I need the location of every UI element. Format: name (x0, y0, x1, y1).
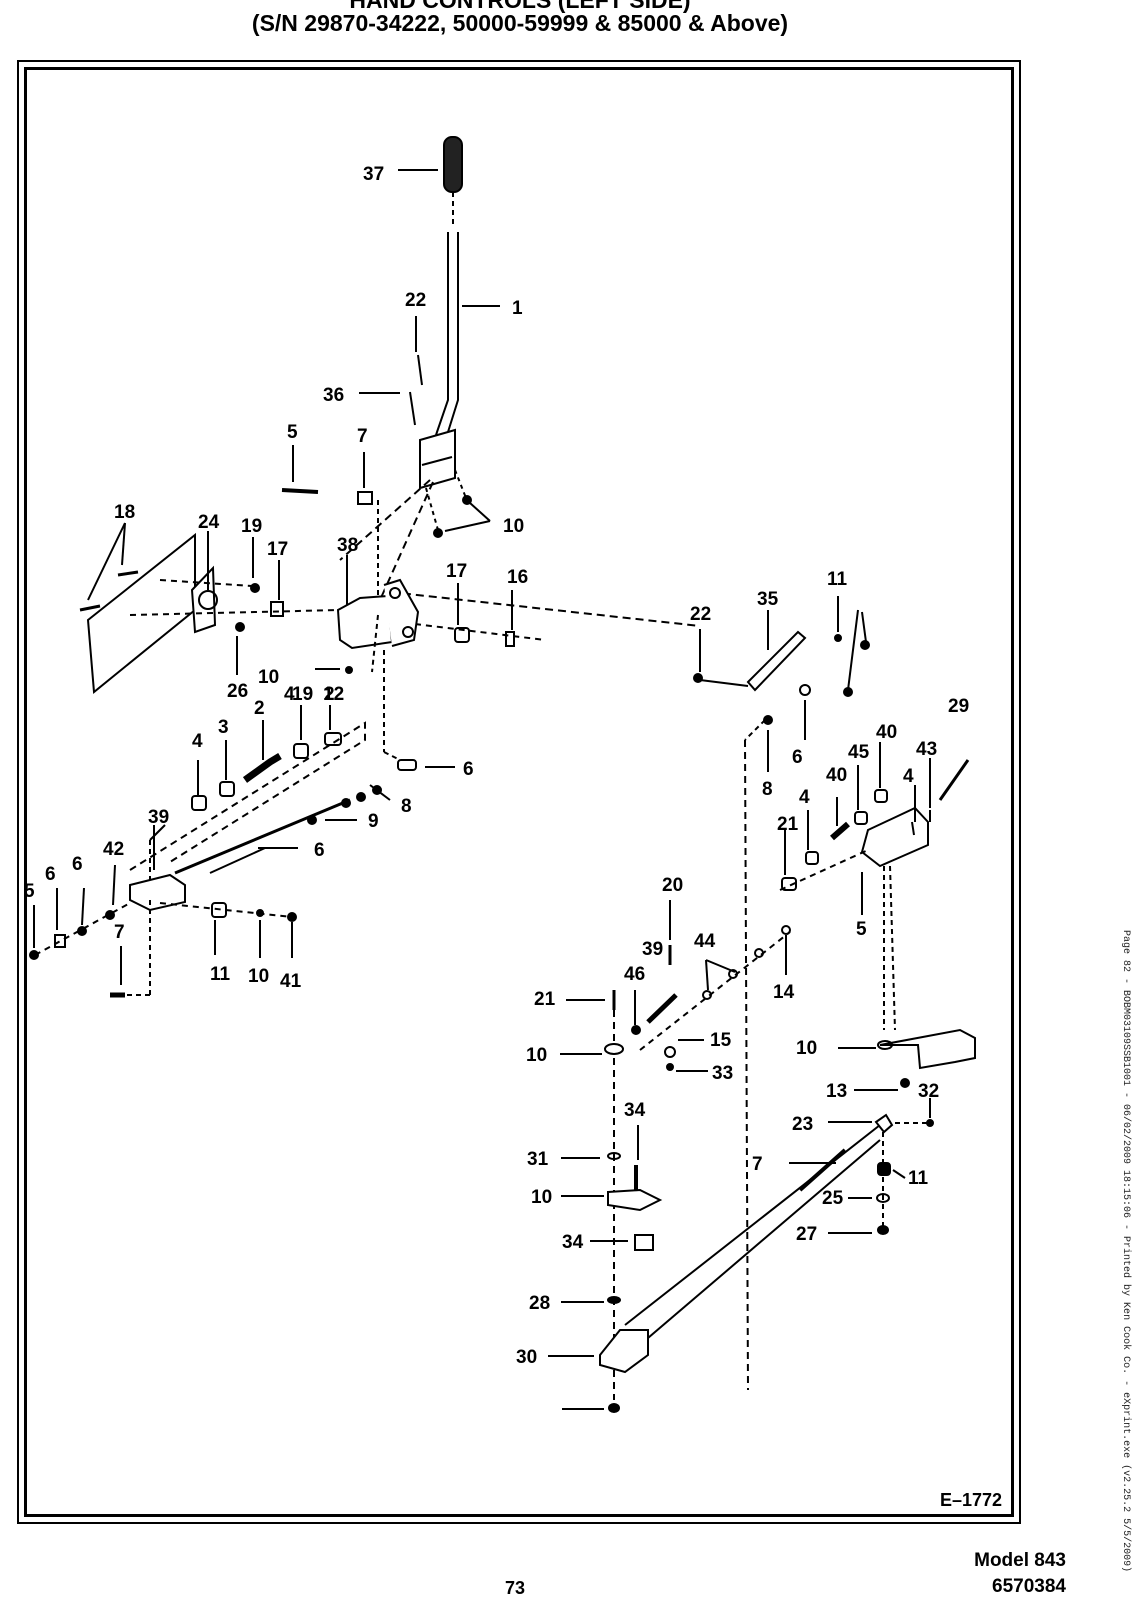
part-callout: 5 (24, 881, 35, 902)
model-block: Model 843 6570384 (966, 1548, 1066, 1600)
part-callout: 7 (752, 1154, 763, 1175)
part-callout: 17 (446, 561, 467, 582)
part-callout: 39 (148, 807, 169, 828)
part-callout: 32 (918, 1081, 939, 1102)
part-callout: 5 (856, 919, 867, 940)
handle-grip (443, 136, 463, 193)
part-callout: 42 (103, 839, 124, 860)
part-callout: 6 (72, 854, 83, 875)
part-callout: 38 (337, 535, 358, 556)
part-callout: 12 (323, 684, 344, 705)
part-callout: 18 (114, 502, 135, 523)
diagram-frame-outer (17, 60, 1021, 1524)
part-callout: 4 (284, 684, 295, 705)
part-callout: 3 (218, 717, 229, 738)
part-callout: 37 (363, 164, 384, 185)
part-callout: 22 (405, 290, 426, 311)
page-number: 73 (505, 1578, 526, 1598)
page-title: HAND CONTROLS (LEFT SIDE) (349, 0, 691, 13)
part-callout: 28 (529, 1293, 550, 1314)
part-callout: 10 (531, 1187, 552, 1208)
part-callout: 44 (694, 931, 716, 952)
part-callout: 2 (324, 684, 335, 705)
part-callout: 31 (527, 1149, 549, 1170)
part-callout: 46 (624, 964, 645, 985)
part-callout: 10 (503, 516, 524, 537)
part-callout: 19 (292, 684, 313, 705)
part-callout: 5 (287, 422, 298, 443)
part-callout: 4 (903, 766, 914, 787)
part-callout: 10 (796, 1038, 817, 1059)
part-callout: 9 (368, 811, 379, 832)
part-callout: 10 (258, 667, 279, 688)
part-callout: 21 (777, 814, 799, 835)
part-callout: 10 (526, 1045, 547, 1066)
part-callout: 6 (463, 759, 474, 780)
diagram-frame-inner (24, 67, 1014, 1517)
part-callout: 20 (662, 875, 683, 896)
part-callout: 40 (876, 722, 897, 743)
model-name: Model 843 (974, 1550, 1066, 1571)
part-callout: 41 (280, 971, 302, 992)
part-callout: 43 (916, 739, 937, 760)
part-callout: 4 (799, 787, 810, 808)
part-callout: 6 (314, 840, 325, 861)
part-callout: 11 (210, 964, 231, 985)
part-callout: 25 (822, 1188, 844, 1209)
part-callout: 8 (401, 796, 412, 817)
part-callout: 33 (712, 1063, 733, 1084)
part-callout: 27 (796, 1224, 817, 1245)
part-callout: 11 (908, 1168, 929, 1189)
part-callout: 7 (114, 922, 125, 943)
part-callout: 35 (757, 589, 779, 610)
part-callout: 1 (512, 298, 523, 319)
part-callout: 39 (642, 939, 663, 960)
part-callout: 11 (827, 569, 848, 590)
part-callout: 2 (254, 698, 265, 719)
part-callout: 29 (948, 696, 969, 717)
part-callout: 23 (792, 1114, 813, 1135)
page-subtitle: (S/N 29870-34222, 50000-59999 & 85000 & … (251, 10, 789, 36)
part-callout: 15 (710, 1030, 732, 1051)
part-callout: 24 (198, 512, 220, 533)
part-callout: 6 (45, 864, 56, 885)
part-callout: 45 (848, 742, 870, 763)
control-lever (427, 232, 459, 463)
part-callout: 7 (357, 426, 368, 447)
part-callout: 26 (227, 681, 248, 702)
part-number: 6570384 (992, 1576, 1066, 1597)
part-callout: 10 (248, 966, 269, 987)
part-callout: 8 (762, 779, 773, 800)
print-info: Page 82 - BOBM03109SSB1001 - 06/02/2009 … (1120, 930, 1131, 1573)
part-callout: 30 (516, 1347, 537, 1368)
part-callout: 17 (267, 539, 288, 560)
part-callout: 40 (826, 765, 847, 786)
part-callout: 21 (534, 989, 556, 1010)
part-callout: 19 (241, 516, 262, 537)
part-callout: 4 (192, 731, 203, 752)
part-callout: 34 (562, 1232, 584, 1253)
diagram-reference: E–1772 (940, 1490, 1003, 1510)
part-callout: 14 (773, 982, 795, 1003)
part-callout: 6 (792, 747, 803, 768)
part-callout: 34 (624, 1100, 646, 1121)
part-callout: 16 (507, 567, 528, 588)
part-callout: 36 (323, 385, 344, 406)
part-callout: 13 (826, 1081, 847, 1102)
part-callout: 22 (690, 604, 711, 625)
